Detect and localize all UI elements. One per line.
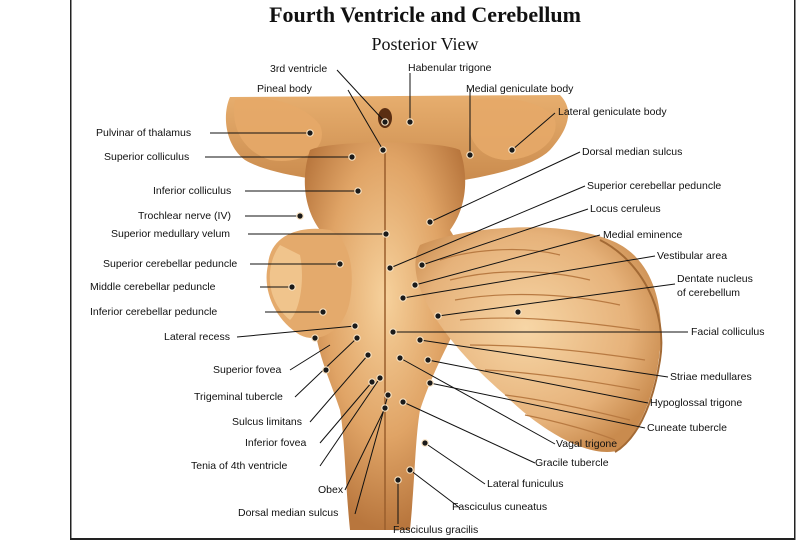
- cerebellum-shape: [415, 227, 661, 452]
- label-superior-fovea: Superior fovea: [213, 364, 282, 376]
- label-gracile-tubercle: Gracile tubercle: [535, 457, 609, 469]
- label-hypoglossal-trigone: Hypoglossal trigone: [650, 397, 743, 409]
- label-lateral-recess: Lateral recess: [164, 331, 230, 343]
- label-pineal-body: Pineal body: [257, 83, 312, 95]
- bottom-border: [70, 538, 795, 540]
- label-locus-ceruleus: Locus ceruleus: [590, 203, 661, 215]
- label-inferior-colliculus: Inferior colliculus: [153, 185, 232, 197]
- label-dentate-nucleus-line1: Dentate nucleus: [677, 273, 753, 285]
- pulvinar-left: [234, 98, 322, 161]
- label-striae-medullares: Striae medullares: [670, 371, 752, 383]
- label-vestibular-area: Vestibular area: [657, 250, 728, 262]
- label-trochlear-nerve: Trochlear nerve (IV): [138, 210, 231, 222]
- left-border: [70, 0, 72, 540]
- label-inferior-fovea: Inferior fovea: [245, 437, 307, 449]
- label-pulvinar-of-thalamus: Pulvinar of thalamus: [96, 127, 192, 139]
- label-vagal-trigone: Vagal trigone: [556, 438, 618, 450]
- label-facial-colliculus: Facial colliculus: [691, 326, 765, 338]
- label-obex: Obex: [318, 484, 344, 496]
- label-superior-cerebellar-peduncle-left: Superior cerebellar peduncle: [103, 258, 238, 270]
- label-dorsal-median-sulcus-bottom: Dorsal median sulcus: [238, 507, 339, 519]
- label-trigeminal-tubercle: Trigeminal tubercle: [194, 391, 283, 403]
- diagram-subtitle: Posterior View: [371, 34, 479, 54]
- label-fasciculus-gracilis: Fasciculus gracilis: [393, 524, 479, 536]
- label-superior-cerebellar-peduncle-right: Superior cerebellar peduncle: [587, 180, 722, 192]
- label-lateral-geniculate-body: Lateral geniculate body: [558, 106, 667, 118]
- label-cuneate-tubercle: Cuneate tubercle: [647, 422, 727, 434]
- cerebellum-cut-edge: [599, 239, 663, 453]
- right-border: [794, 0, 796, 540]
- leader-lines: [205, 69, 688, 524]
- pulvinar-right: [468, 98, 556, 160]
- label-middle-cerebellar-peduncle: Middle cerebellar peduncle: [90, 281, 216, 293]
- label-dentate-nucleus-line2: of cerebellum: [677, 287, 741, 299]
- label-lateral-funiculus: Lateral funiculus: [487, 478, 564, 490]
- marker-dots: [288, 118, 522, 484]
- label-tenia-of-4th-ventricle: Tenia of 4th ventricle: [191, 460, 288, 472]
- label-superior-medullary-velum: Superior medullary velum: [111, 228, 231, 240]
- label-superior-colliculus: Superior colliculus: [104, 151, 190, 163]
- label-inferior-cerebellar-peduncle: Inferior cerebellar peduncle: [90, 306, 218, 318]
- label-dorsal-median-sulcus-top: Dorsal median sulcus: [582, 146, 683, 158]
- label-sulcus-limitans: Sulcus limitans: [232, 416, 303, 428]
- label-fasciculus-cuneatus: Fasciculus cuneatus: [452, 501, 548, 513]
- cerebellum-folia: [439, 248, 646, 441]
- label-medial-eminence: Medial eminence: [603, 229, 683, 241]
- label-medial-geniculate-body: Medial geniculate body: [466, 83, 574, 95]
- label-habenular-trigone: Habenular trigone: [408, 62, 492, 74]
- diagram-title: Fourth Ventricle and Cerebellum: [269, 2, 581, 27]
- label-third-ventricle: 3rd ventricle: [270, 63, 328, 75]
